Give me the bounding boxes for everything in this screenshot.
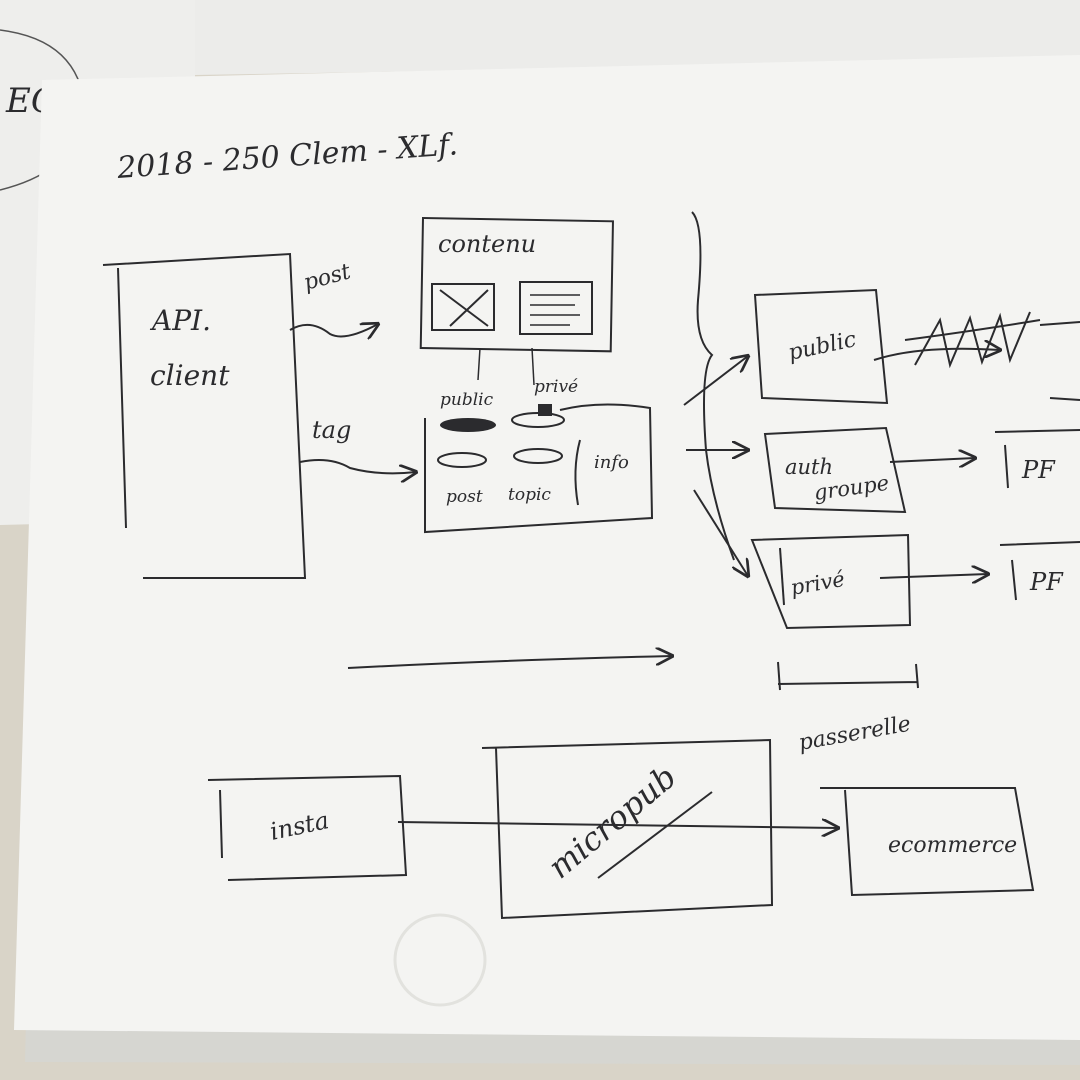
contenu-box — [419, 216, 614, 353]
long-arrow — [347, 656, 672, 669]
pf-bottom-box — [999, 541, 1080, 601]
connector-line-1 — [477, 347, 481, 381]
auth-box-line1: auth — [785, 455, 833, 479]
public-out-arrow — [873, 349, 1000, 361]
image-placeholder-cross — [439, 289, 489, 327]
micropub-box — [481, 738, 774, 920]
auth-to-pf-arrow — [889, 458, 975, 462]
tag-label: tag — [312, 416, 351, 444]
topic-toggle — [513, 448, 563, 464]
arrow-to-prive — [693, 489, 748, 576]
ecommerce-box-label: ecommerce — [888, 833, 1017, 858]
post-toggle — [437, 452, 487, 468]
text-document-icon — [519, 281, 593, 335]
api-client-line1: API. — [149, 304, 211, 337]
scribble-out — [904, 311, 1041, 369]
big-brace — [691, 211, 735, 561]
faint-stamp — [393, 913, 487, 1007]
prive-box — [750, 533, 912, 630]
passerelle-bracket — [777, 661, 919, 691]
arrow-to-public — [683, 356, 748, 406]
auth-box — [763, 426, 907, 514]
pf-bottom-label: PF — [1029, 568, 1064, 596]
image-placeholder-icon — [431, 283, 495, 331]
prive-toggle-label: privé — [534, 377, 578, 397]
lock-icon — [538, 404, 552, 416]
prive-box-inner-tick — [779, 547, 785, 606]
public-toggle-label: public — [440, 390, 494, 410]
post-arrow — [289, 324, 378, 336]
info-brace — [574, 439, 581, 506]
tag-arrow — [299, 459, 416, 473]
paper-sheet — [14, 55, 1080, 1040]
contenu-lower-box — [424, 403, 654, 534]
pf-top-label: PF — [1021, 456, 1056, 484]
public-toggle-filled — [440, 418, 496, 432]
post-toggle-label: post — [446, 487, 483, 507]
offscreen-box-top — [1039, 321, 1080, 401]
public-box — [753, 288, 889, 405]
topic-toggle-label: topic — [508, 485, 551, 505]
insta-to-ecommerce-arrow — [397, 822, 838, 828]
insta-box — [207, 774, 408, 881]
api-client-box — [102, 252, 307, 579]
ecommerce-box — [820, 787, 1035, 897]
text-lines-icon — [530, 294, 580, 326]
micropub-strike — [597, 791, 713, 879]
prive-to-pf-arrow — [879, 574, 988, 578]
contenu-title: contenu — [438, 230, 536, 258]
pf-top-box — [994, 429, 1080, 489]
api-client-line2: client — [150, 359, 230, 392]
connector-line-2 — [531, 347, 535, 386]
back-sheet-top — [195, 0, 1080, 75]
info-label: info — [594, 452, 629, 473]
